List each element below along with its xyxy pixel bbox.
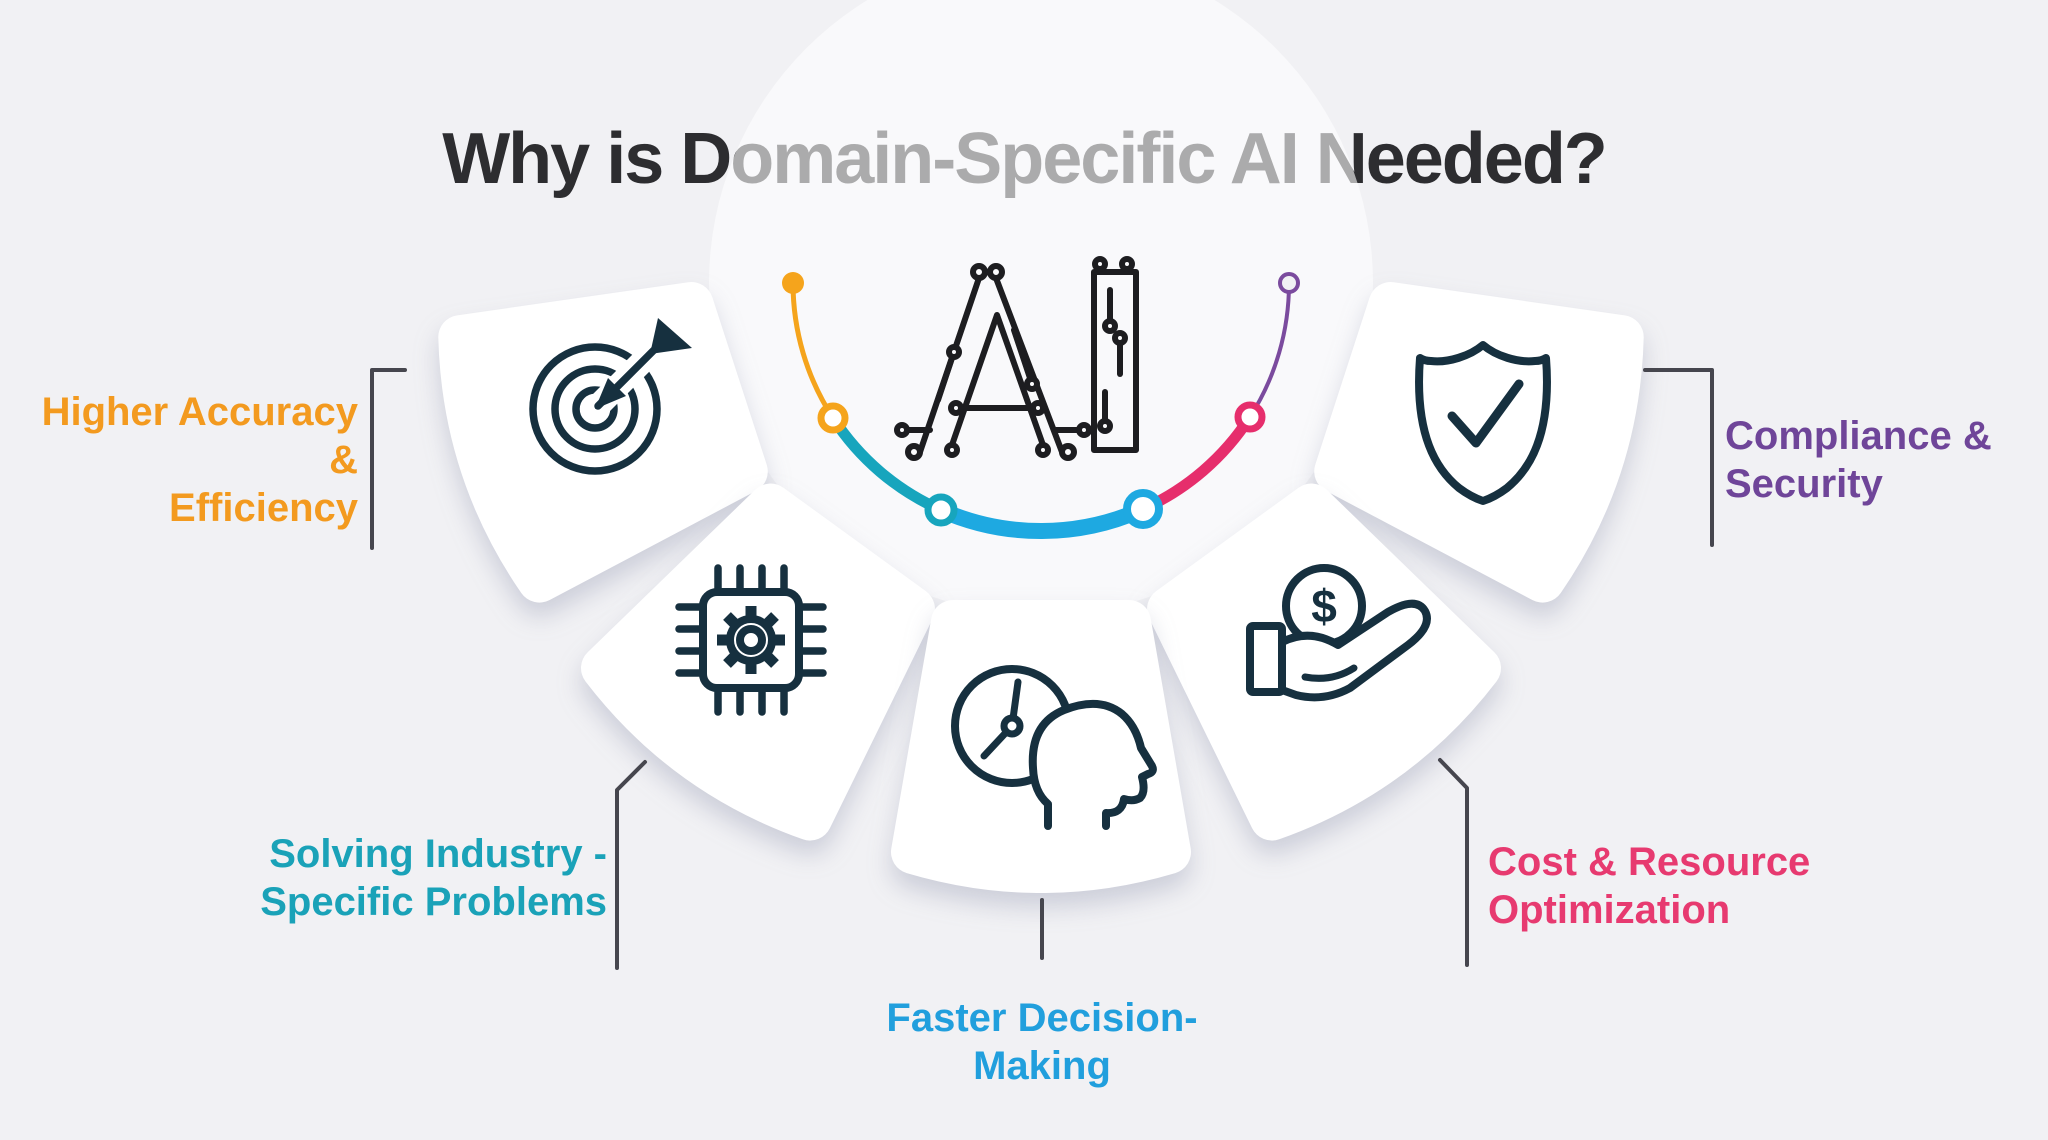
label-text: Solving Industry - Specific Problems [260, 832, 607, 924]
progress-arc [782, 272, 1300, 539]
label-faster-decisions: Faster Decision- Making [792, 994, 1292, 1090]
label-text: Faster Decision- Making [886, 996, 1198, 1088]
card-higher-accuracy [438, 282, 768, 603]
shield-check-icon [1415, 341, 1551, 505]
label-higher-accuracy: Higher Accuracy & Efficiency [0, 388, 358, 532]
ai-circuit-logo [894, 256, 1139, 461]
connector-cost-optimization [1438, 758, 1469, 967]
arc-node-2 [924, 493, 958, 527]
chip-gear-icon [675, 564, 827, 716]
arc-segment-blue [937, 501, 1147, 539]
arc-node-3 [1123, 489, 1163, 529]
clock-head-icon [951, 665, 1157, 830]
connector-industry-problems [615, 760, 647, 970]
arc-node-start [782, 272, 804, 294]
connector-higher-accuracy [370, 368, 407, 550]
dollar-symbol: $ [1311, 580, 1337, 632]
label-text: Higher Accuracy & Efficiency [41, 390, 358, 530]
label-compliance-security: Compliance & Security [1725, 412, 2048, 508]
label-cost-optimization: Cost & Resource Optimization [1488, 838, 1928, 934]
target-icon [529, 318, 692, 475]
arc-node-1 [817, 402, 849, 434]
connector-compliance-security [1643, 368, 1714, 547]
label-industry-problems: Solving Industry - Specific Problems [167, 830, 607, 926]
arc-node-end [1278, 272, 1300, 294]
label-text: Compliance & Security [1725, 414, 1992, 506]
hand-dollar-icon: $ [1246, 564, 1431, 702]
arc-node-4 [1234, 401, 1266, 433]
label-text: Cost & Resource Optimization [1488, 840, 1811, 932]
